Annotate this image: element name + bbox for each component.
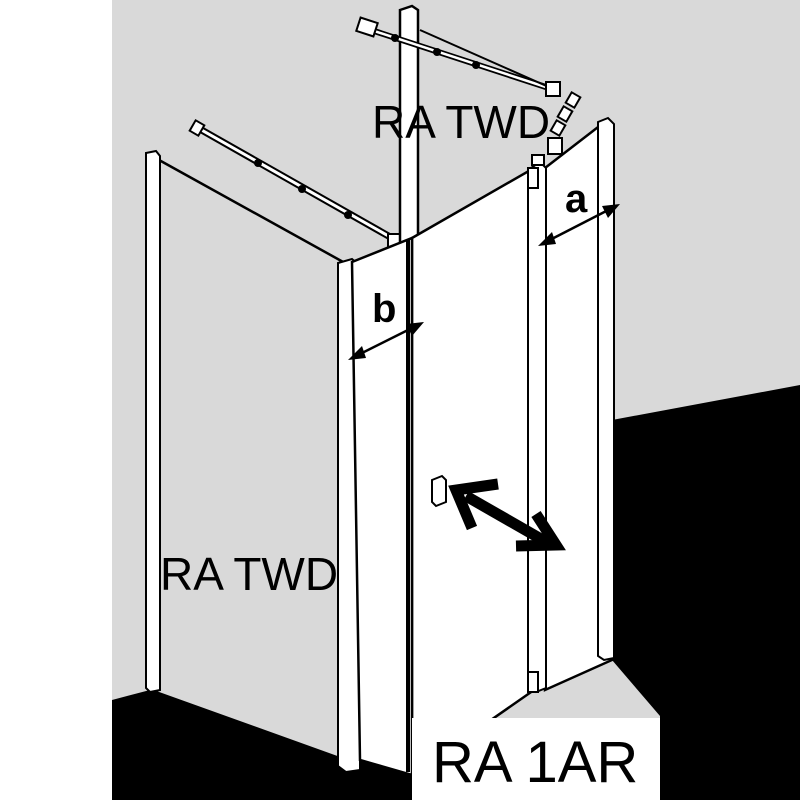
product-label-box <box>412 718 660 800</box>
door-swing-arrow <box>448 478 566 552</box>
connector-link-1 <box>564 90 582 110</box>
left-bar-clamp-2 <box>298 185 306 193</box>
dim-a-arrow-left <box>538 232 556 246</box>
connector-base <box>547 137 563 155</box>
floor-right <box>612 385 800 800</box>
top-panel-label: RA TWD <box>372 96 550 148</box>
left-side-panel <box>148 152 347 762</box>
corner-connector-chain <box>547 90 582 155</box>
dim-b-arrow-left <box>348 346 366 360</box>
connector-link-2 <box>556 104 574 124</box>
dimension-a <box>538 204 620 246</box>
left-bar-wall-mount <box>188 118 206 138</box>
top-bar-clamp-3 <box>472 61 480 69</box>
top-bar-corner-mount <box>545 81 561 97</box>
door-panel <box>410 165 536 778</box>
swing-arrow-head-left <box>448 478 499 531</box>
floor-left <box>112 690 412 800</box>
upper-hinge <box>527 167 539 189</box>
left-panel-label: RA TWD <box>160 548 338 600</box>
swing-arrow-head-right <box>515 511 566 552</box>
dim-b-arrow-right <box>406 322 424 336</box>
product-label: RA 1AR <box>432 730 638 795</box>
dim-a-label: a <box>565 177 588 221</box>
dim-a-line <box>541 204 617 246</box>
top-bar-clamp-2 <box>433 48 441 56</box>
lower-hinge <box>527 671 539 693</box>
top-hinge-cap <box>531 154 545 166</box>
door-handle <box>431 474 447 508</box>
margin-left <box>0 0 112 800</box>
left-bar-clamp-3 <box>344 211 352 219</box>
top-bar-clamp-1 <box>391 34 399 42</box>
top-bar-lower-edge <box>419 29 561 93</box>
top-bar-wall-mount <box>355 16 379 38</box>
left-stabilizer-bar-core <box>197 126 393 240</box>
left-bar-clamp-1 <box>254 159 262 167</box>
left-panel-profile-left <box>145 149 161 694</box>
dimension-b <box>348 322 424 360</box>
dim-b-label: b <box>372 287 396 331</box>
connector-link-3 <box>549 118 567 138</box>
dim-a-arrow-right <box>602 204 620 218</box>
front-panel-profile <box>597 116 615 662</box>
swing-arrow-shaft <box>463 491 551 548</box>
